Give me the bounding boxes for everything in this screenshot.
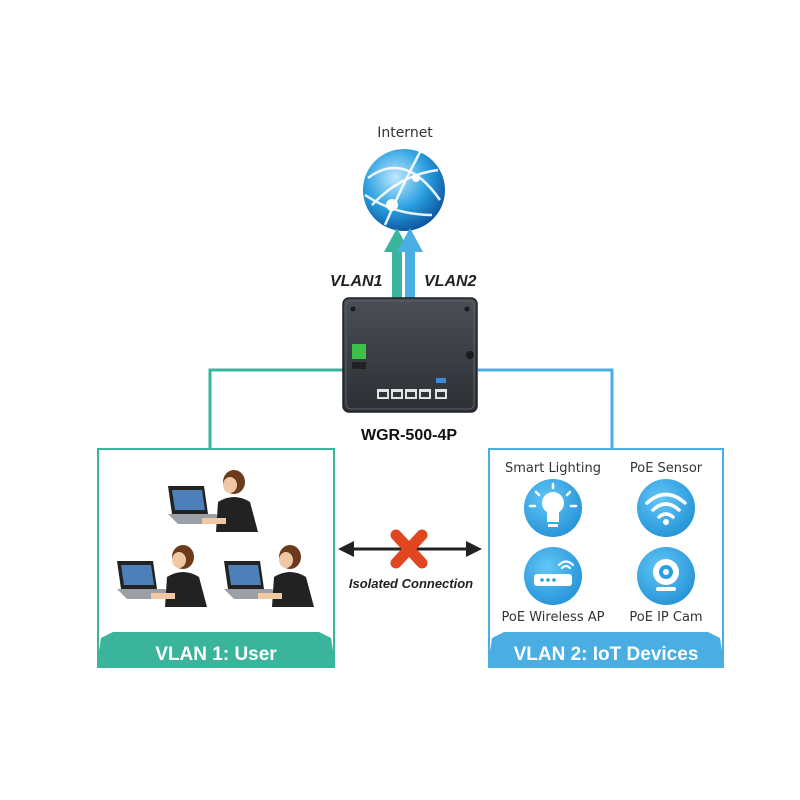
vlan1-title: VLAN 1: User xyxy=(155,644,277,665)
wifi-sensor-icon xyxy=(637,479,695,537)
iot-device-label: PoE IP Cam xyxy=(629,610,702,625)
vlan1-user-box: VLAN 1: User xyxy=(97,448,335,668)
user-laptop-icon xyxy=(168,470,258,532)
vlan2-title-band xyxy=(490,632,722,666)
user-laptop-icon xyxy=(117,545,207,607)
arrow-right-icon xyxy=(466,541,482,557)
blocked-x-icon xyxy=(390,529,428,569)
vlan1-link-line xyxy=(208,368,343,449)
light-bulb-icon xyxy=(524,479,582,537)
vlan2-uplink-arrow xyxy=(397,228,423,302)
wireless-ap-icon xyxy=(524,547,582,605)
globe-node-icon xyxy=(386,199,398,211)
isolation-connector: Isolated Connection xyxy=(338,529,482,591)
iot-device-label: Smart Lighting xyxy=(505,461,601,476)
globe-grid-icon xyxy=(364,151,442,226)
internet-label: Internet xyxy=(377,125,433,141)
user-laptop-icon xyxy=(224,545,314,607)
power-terminal-icon xyxy=(352,344,366,359)
uplink-vlan2-label: VLAN2 xyxy=(424,273,477,290)
ethernet-ports xyxy=(377,389,447,399)
router-device xyxy=(342,297,478,413)
vlan2-title: VLAN 2: IoT Devices xyxy=(514,644,699,665)
vlan1-title-band xyxy=(99,632,333,666)
isolation-label: Isolated Connection xyxy=(349,576,473,591)
mount-hole-icon xyxy=(466,351,474,359)
uplink-vlan1-label: VLAN1 xyxy=(330,273,383,290)
usb-port-icon xyxy=(436,378,446,383)
iot-device-label: PoE Wireless AP xyxy=(502,610,605,625)
iot-device-label: PoE Sensor xyxy=(630,461,703,476)
vlan2-link-line xyxy=(478,368,614,449)
ip-camera-icon xyxy=(637,547,695,605)
vlan2-iot-box: VLAN 2: IoT Devices Smart Lighting PoE S… xyxy=(488,448,724,668)
device-name: WGR-500-4P xyxy=(361,427,457,444)
arrow-left-icon xyxy=(338,541,354,557)
globe-node-icon xyxy=(412,174,420,182)
internet-globe: Internet xyxy=(363,125,445,231)
